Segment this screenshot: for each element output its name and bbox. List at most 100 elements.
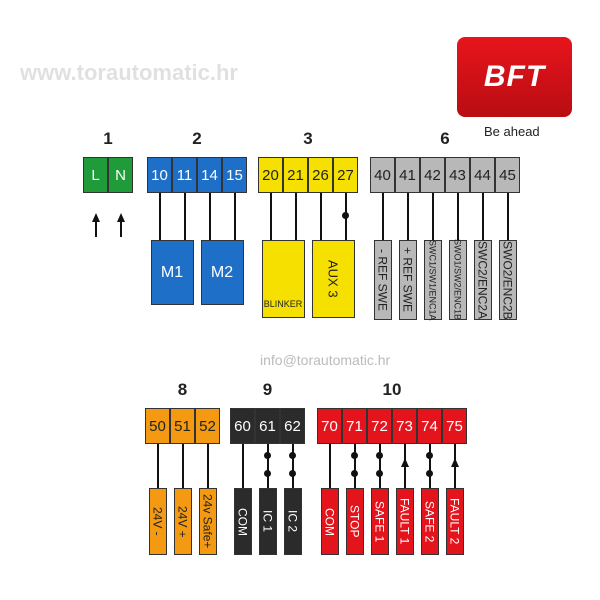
contact-icon [288, 470, 296, 477]
arrow-up-icon [400, 458, 409, 467]
logo-tagline: Be ahead [484, 124, 540, 139]
group-number: 9 [262, 380, 273, 399]
terminal-52: 52 [195, 408, 220, 444]
wire [158, 193, 161, 240]
wire [431, 193, 434, 240]
terminal-73: 73 [392, 408, 417, 444]
label-safe-2: SAFE 2 [420, 488, 439, 555]
wire [353, 444, 356, 488]
wire [94, 221, 97, 237]
contact-icon [263, 470, 271, 477]
contact-icon [425, 470, 433, 477]
terminal-15: 15 [222, 157, 247, 193]
label-swo1-sw2-enc1b: SWO1/SW2/ENC1B [448, 239, 467, 321]
email-watermark: info@torautomatic.hr [260, 352, 391, 368]
terminal-70: 70 [317, 408, 342, 444]
arrow-up-icon [91, 213, 100, 222]
label-m1: M1 [150, 240, 194, 305]
terminal-50: 50 [145, 408, 170, 444]
wire [506, 193, 509, 240]
contact-icon [375, 452, 383, 459]
wire [206, 444, 209, 488]
group-number: 1 [103, 129, 113, 148]
terminal-N: N [108, 157, 133, 193]
label-ic-1: IC 1 [258, 488, 277, 555]
wire [208, 193, 211, 240]
contact-icon [350, 470, 358, 477]
wire [381, 193, 384, 240]
site-watermark: www.torautomatic.hr [20, 60, 238, 85]
label-fault-2: FAULT 2 [445, 488, 464, 555]
terminal-44: 44 [470, 157, 495, 193]
group-number: 3 [303, 129, 313, 148]
terminal-41: 41 [395, 157, 420, 193]
group-number: 6 [440, 129, 450, 148]
terminal-14: 14 [197, 157, 222, 193]
wire [181, 444, 184, 488]
wire [456, 193, 459, 240]
terminal-L: L [83, 157, 108, 193]
label-24v-safe-: 24v Safe+ [198, 488, 217, 555]
terminal-11: 11 [172, 157, 197, 193]
label-fault-1: FAULT 1 [395, 488, 414, 555]
contact-icon [350, 452, 358, 459]
arrow-up-icon [116, 213, 125, 222]
label-swo2-enc2b: SWO2/ENC2B [498, 240, 517, 320]
label--ref-swe: + REF SWE [398, 240, 417, 320]
terminal-21: 21 [283, 157, 308, 193]
group-number: 8 [177, 380, 188, 399]
wire [328, 444, 331, 488]
label-m2: M2 [200, 240, 244, 305]
wire [269, 193, 272, 240]
terminal-72: 72 [367, 408, 392, 444]
terminal-71: 71 [342, 408, 367, 444]
terminal-61: 61 [255, 408, 280, 444]
wire [428, 444, 431, 488]
label-com: COM [233, 488, 252, 555]
label-swc1-sw1-enc1a: SWC1/SW1/ENC1A [423, 240, 442, 320]
terminal-27: 27 [333, 157, 358, 193]
logo-brand: BFT [483, 60, 546, 93]
label--ref-swe: - REF SWE [373, 240, 392, 320]
label-blinker: BLINKER [261, 240, 305, 318]
wire [294, 193, 297, 240]
label-24v-: 24V + [173, 488, 192, 555]
contact-icon [263, 452, 271, 459]
wire [481, 193, 484, 240]
label-ic-2: IC 2 [283, 488, 302, 555]
terminal-62: 62 [280, 408, 305, 444]
wire [378, 444, 381, 488]
label-stop: STOP [345, 488, 364, 555]
terminal-42: 42 [420, 157, 445, 193]
wire [266, 444, 269, 488]
bft-logo: BFT [457, 37, 572, 117]
terminal-51: 51 [170, 408, 195, 444]
terminal-45: 45 [495, 157, 520, 193]
arrow-up-icon [450, 458, 459, 467]
wire [119, 221, 122, 237]
wire [291, 444, 294, 488]
terminal-74: 74 [417, 408, 442, 444]
group-number: 2 [192, 129, 202, 148]
contact-icon [425, 452, 433, 459]
wire [241, 444, 244, 488]
wire [319, 193, 322, 240]
terminal-20: 20 [258, 157, 283, 193]
wire [156, 444, 159, 488]
label-24v-: 24V - [148, 488, 167, 555]
terminal-60: 60 [230, 408, 255, 444]
wire [406, 193, 409, 240]
wire [233, 193, 236, 240]
contact-icon [288, 452, 296, 459]
label-swc2-enc2a: SWC2/ENC2A [473, 240, 492, 320]
group-number: 10 [382, 380, 402, 399]
terminal-40: 40 [370, 157, 395, 193]
wire [183, 193, 186, 240]
label-aux-3: AUX 3 [311, 240, 355, 318]
terminal-43: 43 [445, 157, 470, 193]
terminal-26: 26 [308, 157, 333, 193]
label-com: COM [320, 488, 339, 555]
terminal-10: 10 [147, 157, 172, 193]
terminal-75: 75 [442, 408, 467, 444]
contact-icon [375, 470, 383, 477]
